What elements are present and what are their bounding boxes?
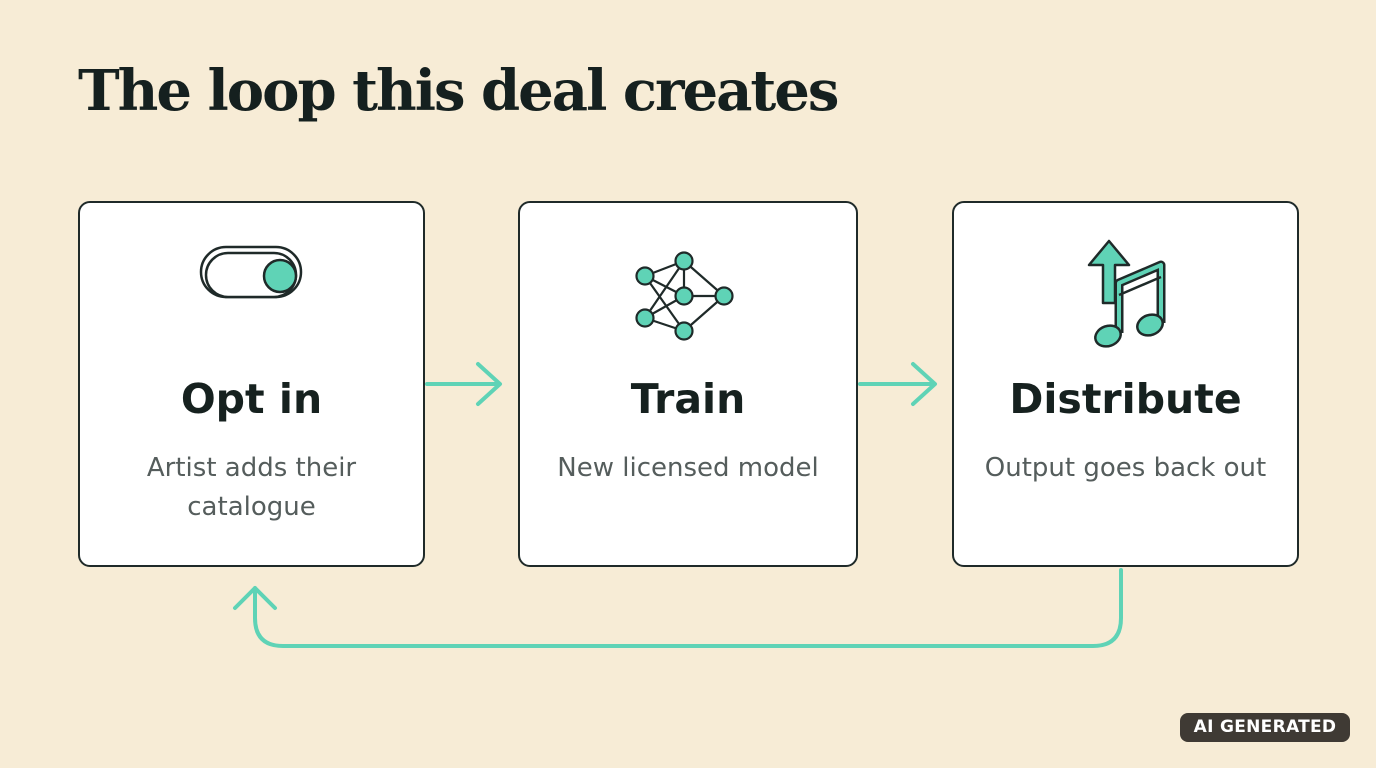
step-description: Output goes back out (984, 453, 1267, 483)
step-card-opt-in: Opt in Artist adds their catalogue (78, 201, 425, 567)
step-card-train: Train New licensed model (518, 201, 858, 567)
arrow-loop-back (233, 568, 1123, 648)
step-description: Artist adds their catalogue (146, 453, 357, 522)
step-title: Opt in (180, 375, 323, 423)
step-title: Distribute (1009, 375, 1242, 423)
arrow-train-to-distribute (858, 362, 937, 406)
arrow-opt-in-to-train (425, 362, 502, 406)
upload-music-note-icon (1081, 237, 1171, 359)
step-title: Train (630, 375, 746, 423)
toggle-switch-icon (197, 241, 307, 305)
step-card-distribute: Distribute Output goes back out (952, 201, 1299, 567)
step-description: New licensed model (557, 453, 819, 483)
ai-generated-badge: AI GENERATED (1180, 713, 1350, 742)
neural-network-icon (633, 248, 743, 348)
page-title: The loop this deal creates (78, 58, 839, 124)
